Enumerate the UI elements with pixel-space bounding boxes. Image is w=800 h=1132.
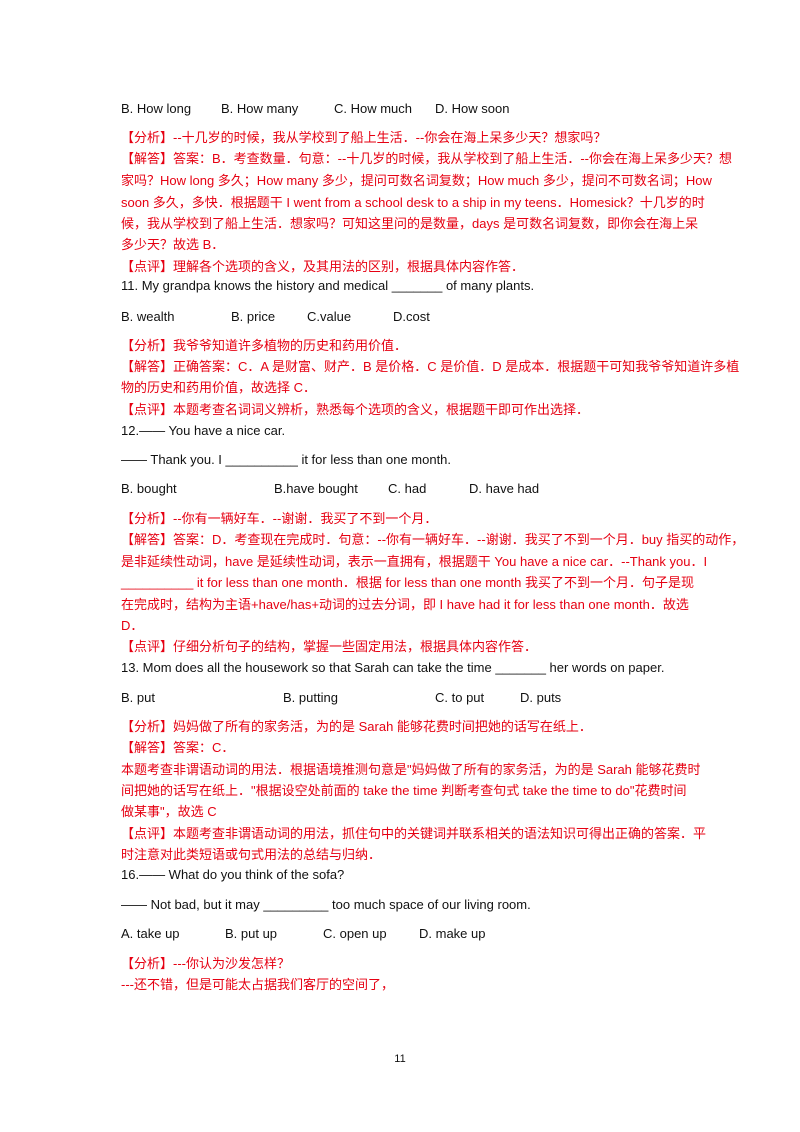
analysis-line: 【分析】我爷爷知道许多植物的历史和药用价值．: [121, 338, 408, 353]
options-q10: B. How long B. How many C. How much D. How …: [121, 101, 681, 117]
comment-line: 【点评】仔细分析句子的结构，掌握一些固定用法，根据具体内容作答．: [121, 639, 538, 654]
question-12-reply: —— Thank you. I __________ it for less t…: [121, 452, 452, 467]
answer-line: soon 多久，多快．根据题干 I went from a school des…: [121, 195, 705, 210]
answer-line: 【解答】答案：C．: [121, 740, 235, 755]
analysis-line: 【分析】妈妈做了所有的家务活，为的是 Sarah 能够花费时间把她的话写在纸上．: [121, 719, 592, 734]
comment-line: 【点评】本题考查名词词义辨析，熟悉每个选项的含义，根据题干即可作出选择．: [121, 402, 590, 417]
option: C. How much: [334, 101, 413, 116]
option: A. take up: [121, 926, 180, 941]
answer-line: 候，我从学校到了船上生活．想家吗？可知这里问的是数量，days 是可数名词复数，…: [121, 216, 699, 231]
options-q12: B. bought B.have bought C. had D. have had: [121, 481, 681, 497]
question-12: 12.—— You have a nice car.: [121, 423, 286, 438]
option: B. put: [121, 690, 155, 705]
analysis-line: 【分析】---你认为沙发怎样？: [121, 956, 290, 971]
comment-line: 时注意对此类短语或句式用法的总结与归纳．: [121, 847, 382, 862]
option: C. open up: [323, 926, 387, 941]
answer-line: 【解答】正确答案：C．A 是财富、财产．B 是价格．C 是价值．D 是成本．根据…: [121, 359, 740, 374]
answer-line: 做某事"，故选 C: [121, 804, 217, 819]
comment-line: 【点评】理解各个选项的含义，及其用法的区别，根据具体内容作答．: [121, 259, 525, 274]
answer-line: 在完成时，结构为主语+have/has+动词的过去分词，即 I have had…: [121, 597, 689, 612]
analysis-line: 【分析】--你有一辆好车．--谢谢．我买了不到一个月．: [121, 511, 438, 526]
options-q16: A. take up B. put up C. open up D. make up: [121, 926, 681, 942]
answer-line: 【解答】答案：B．考查数量．句意：--十几岁的时候，我从学校到了船上生活．--你…: [121, 151, 732, 166]
answer-line: 家吗？How long 多久；How many 多少，提问可数名词复数；How …: [121, 173, 712, 188]
option: B. wealth: [121, 309, 175, 324]
option: B. putting: [283, 690, 338, 705]
page-number: 11: [394, 1053, 406, 1065]
answer-line: 是非延续性动词，have 是延续性动词，表示一直拥有，根据题干 You have…: [121, 554, 708, 569]
option: B.have bought: [274, 481, 358, 496]
question-11: 11. My grandpa knows the history and med…: [121, 278, 535, 293]
answer-line: __________ it for less than one month．根据…: [121, 575, 694, 590]
option: B. How many: [221, 101, 299, 116]
option: B. put up: [225, 926, 278, 941]
option: D. make up: [419, 926, 486, 941]
answer-line: D．: [121, 618, 144, 633]
option: D. have had: [469, 481, 540, 496]
option: B. price: [231, 309, 276, 324]
option: D. puts: [520, 690, 562, 705]
answer-line: 间把她的话写在纸上．"根据设空处前面的 take the time 判断考查句式…: [121, 783, 687, 798]
option: C. had: [388, 481, 427, 496]
analysis-line: ---还不错，但是可能太占据我们客厅的空间了，: [121, 977, 394, 992]
comment-line: 【点评】本题考查非谓语动词的用法，抓住句中的关键词并联系相关的语法知识可得出正确…: [121, 826, 707, 841]
option: D.cost: [393, 309, 430, 324]
question-16: 16.—— What do you think of the sofa?: [121, 867, 345, 882]
options-q13: B. put B. putting C. to put D. puts: [121, 690, 681, 706]
answer-line: 多少天？故选 B．: [121, 237, 225, 252]
options-q11: B. wealth B. price C.value D.cost: [121, 309, 681, 325]
question-16-reply: —— Not bad, but it may _________ too muc…: [121, 897, 531, 912]
answer-line: 物的历史和药用价值，故选择 C．: [121, 380, 317, 395]
option: B. bought: [121, 481, 177, 496]
option: D. How soon: [435, 101, 510, 116]
question-13: 13. Mom does all the housework so that S…: [121, 660, 665, 675]
answer-line: 本题考查非谓语动词的用法．根据语境推测句意是"妈妈做了所有的家务活，为的是 Sa…: [121, 762, 701, 777]
option: C. to put: [435, 690, 485, 705]
analysis-line: 【分析】--十几岁的时候，我从学校到了船上生活．--你会在海上呆多少天？想家吗？: [121, 130, 607, 145]
option: C.value: [307, 309, 352, 324]
answer-line: 【解答】答案：D．考查现在完成时．句意：--你有一辆好车．--谢谢．我买了不到一…: [121, 532, 745, 547]
option: B. How long: [121, 101, 192, 116]
